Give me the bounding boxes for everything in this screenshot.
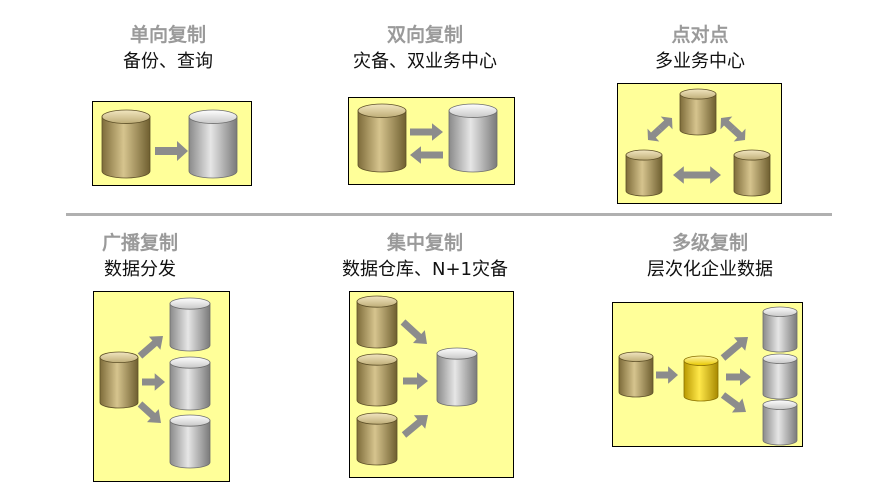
source-database-icon [356, 412, 398, 466]
panel-title-peer-to-peer: 点对点 [671, 24, 729, 46]
source-database-icon [356, 295, 398, 349]
replication-arrow-icon [726, 368, 751, 386]
replication-arrow-icon [410, 146, 443, 164]
replication-arrow-icon [656, 366, 678, 384]
panel-title-one-way: 单向复制 [129, 24, 206, 46]
section-divider [66, 213, 832, 216]
target-database-icon [188, 109, 238, 179]
panel-subtitle-cascade: 层次化企业数据 [647, 259, 773, 280]
panel-subtitle-broadcast: 数据分发 [104, 259, 176, 280]
bidirectional-arrow-icon-b [673, 166, 697, 184]
bidirectional-arrow-icon-a [730, 126, 746, 142]
replication-arrow-icon [400, 319, 427, 344]
peer-database-icon [733, 149, 771, 197]
source-database-icon [101, 109, 151, 179]
replication-arrow-icon [410, 123, 443, 141]
replication-arrow-icon [720, 392, 746, 413]
source-database-icon [357, 103, 407, 173]
target-database-icon [762, 399, 798, 446]
target-database-icon [762, 306, 798, 353]
replication-arrow-icon [720, 337, 748, 361]
replication-arrow-icon [155, 141, 188, 161]
panel-subtitle-one-way: 备份、查询 [123, 51, 213, 72]
panel-subtitle-consolidation: 数据仓库、N+1灾备 [342, 259, 508, 280]
replication-arrow-icon [137, 401, 161, 423]
panel-title-consolidation: 集中复制 [386, 232, 463, 254]
bidirectional-arrow-icon-b [720, 116, 736, 132]
target-database-icon [762, 353, 798, 400]
replication-arrow-icon [142, 373, 165, 391]
bidirectional-arrow-icon-a [697, 166, 721, 184]
source-database-icon [618, 351, 654, 398]
target-database-icon [169, 414, 211, 469]
replication-arrow-icon [403, 372, 428, 390]
panel-subtitle-peer-to-peer: 多业务中心 [655, 51, 745, 72]
bidirectional-arrow-icon-b [647, 126, 663, 142]
target-database-icon [169, 297, 211, 352]
source-database-icon [99, 351, 139, 409]
replication-arrow-icon [401, 415, 428, 438]
target-database-icon [448, 103, 498, 173]
replication-arrow-icon [137, 336, 163, 359]
peer-database-icon [679, 88, 717, 136]
relay-database-icon [683, 355, 719, 402]
peer-database-icon [625, 149, 663, 197]
target-database-icon [436, 347, 478, 407]
panel-title-cascade: 多级复制 [671, 232, 748, 254]
bidirectional-arrow-icon-a [657, 116, 673, 132]
panel-title-broadcast: 广播复制 [101, 232, 178, 254]
source-database-icon [356, 353, 398, 407]
target-database-icon [169, 356, 211, 411]
panel-subtitle-two-way: 灾备、双业务中心 [353, 51, 497, 72]
panel-title-two-way: 双向复制 [386, 24, 463, 46]
